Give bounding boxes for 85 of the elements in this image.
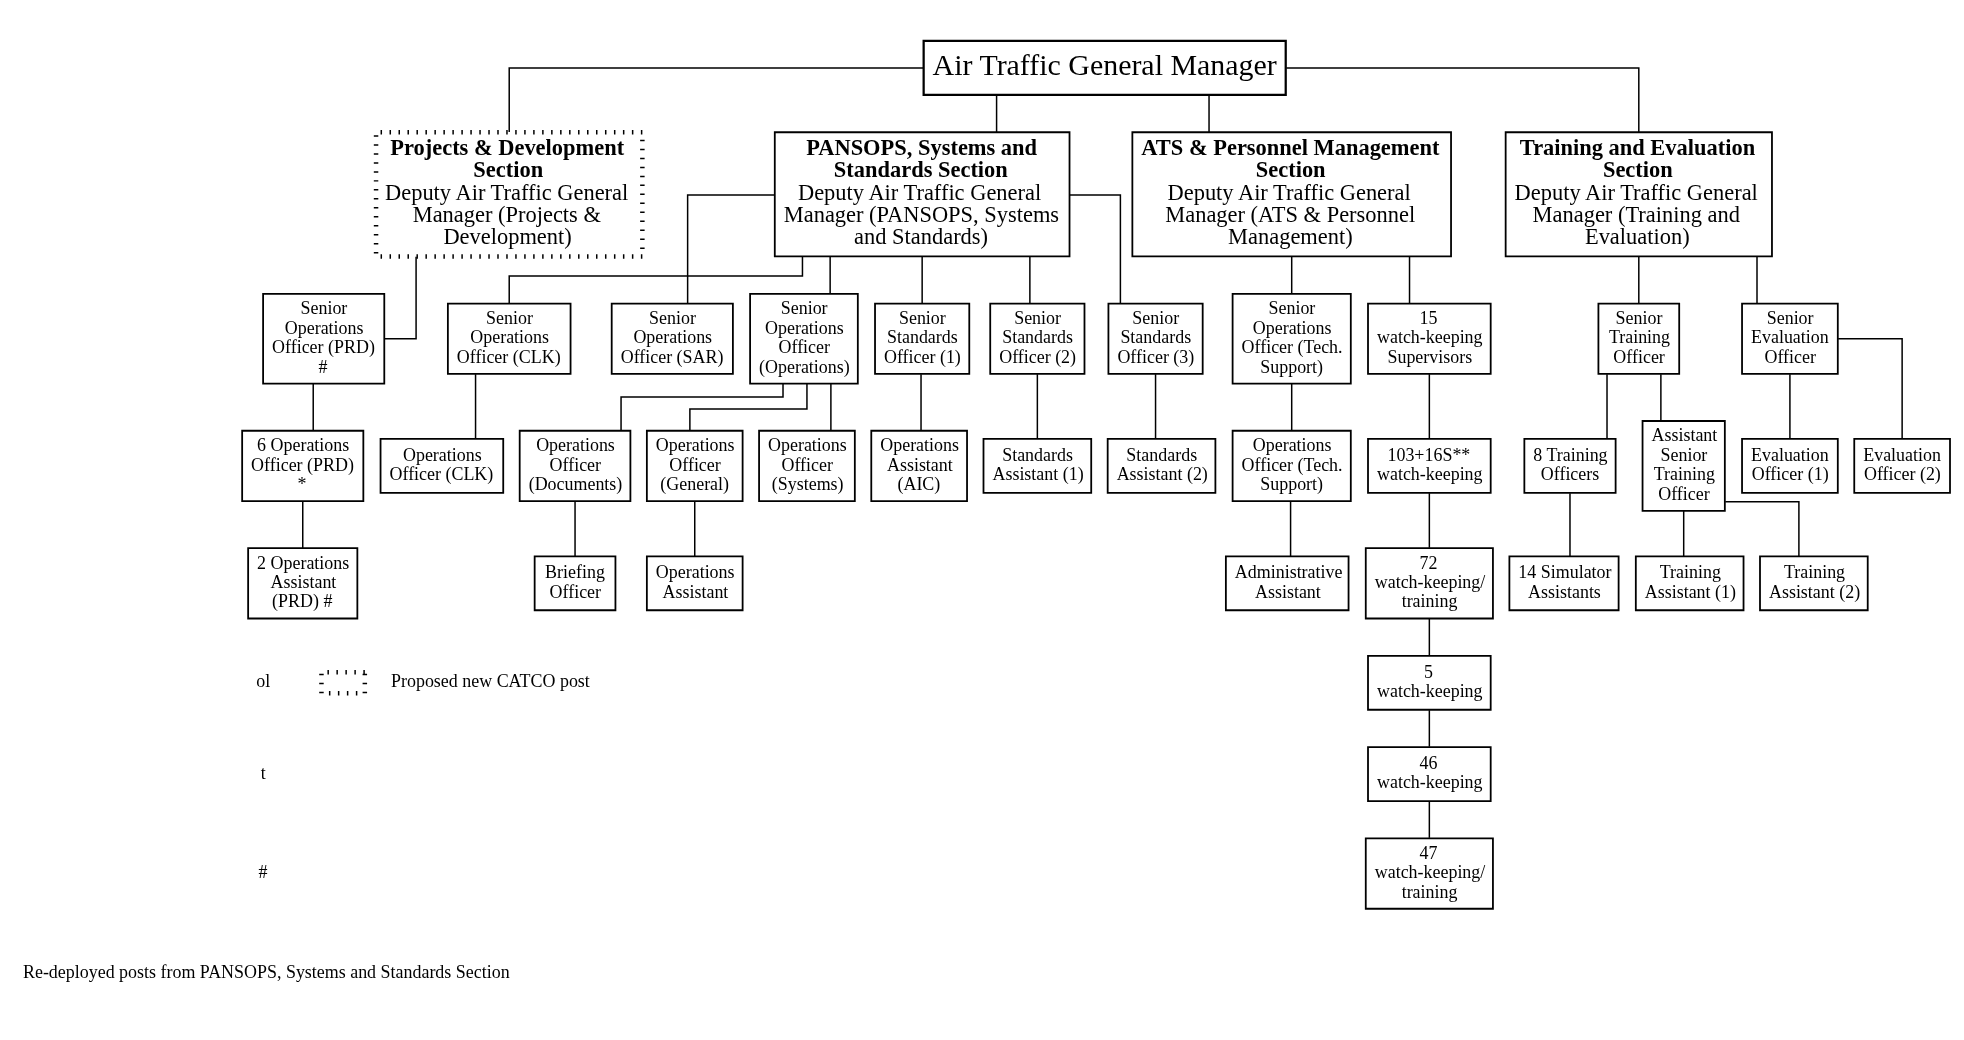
legend-label: Proposed new CATCO post [391,670,590,691]
connector [1660,372,1662,421]
node-box: Operations Officer (CLK) [379,437,505,494]
connector [1606,372,1608,439]
node-box: Standards Assistant (2) [1106,437,1217,494]
node-box: Briefing Officer [533,555,617,611]
node-box: 8 Training Officers [1523,437,1617,494]
node-box: 6 Operations Officer (PRD) * [241,429,365,502]
node-box: Operations Officer (Systems) [758,429,856,502]
connector [1154,372,1157,439]
connector [1208,94,1210,133]
node-box: Administrative Assistant [1224,555,1350,611]
node-box: Senior Standards Officer (1) [874,302,971,375]
connector [1069,193,1122,304]
connector [1789,372,1791,439]
node-box: Senior Operations Officer (Tech. Support) [1231,292,1352,384]
node-box: Senior Operations Officer (PRD) # [262,292,386,384]
node-box: Senior Training Officer [1597,302,1681,375]
connector [474,372,477,439]
node-box: Operations Officer (Tech. Support) [1231,429,1352,502]
connector [1290,382,1293,431]
node-box: 5 watch-keeping [1367,654,1492,711]
connector [1428,617,1431,656]
connector [1290,255,1293,294]
node-box: Evaluation Officer (1) [1741,437,1839,494]
node-box: 14 Simulator Assistants [1508,555,1620,611]
node-box: 46 watch-keeping [1367,745,1492,802]
node-box: Operations Officer (Documents) [518,429,632,502]
connector [1408,255,1411,304]
connector [1724,500,1800,557]
label: Re-deployed posts from PANSOPS, Systems and Standards Section [22,961,510,982]
node-box: Senior Operations Officer (SAR) [610,302,734,375]
node-box: Standards Assistant (1) [982,437,1093,494]
connector [920,372,922,431]
label: t [260,762,266,783]
node-box: Senior Standards Officer (2) [989,302,1086,375]
node-box: PANSOPS, Systems and Standards Section Deputy Air Traffic General Manager (PANSOPS, Systems and Standards) [773,130,1071,257]
connector [1428,708,1431,747]
connector [620,382,784,431]
label: # [258,861,268,882]
connector [1638,255,1640,304]
connector [1428,491,1431,548]
connector [508,66,925,133]
node-box: Training Assistant (1) [1634,555,1745,611]
node-box: Senior Standards Officer (3) [1107,302,1204,375]
connector [574,499,576,557]
connector [694,499,696,557]
connector [1837,337,1903,440]
connector [686,193,776,304]
node-box: Assistant Senior Training Officer [1641,419,1726,512]
node-box: Evaluation Officer (2) [1853,437,1951,494]
node-box: Training Assistant (2) [1759,555,1869,611]
connector [1682,509,1685,557]
label: ol [256,670,271,691]
connector [1289,499,1292,557]
connector [1428,372,1431,439]
node-box: 72 watch-keeping/ training [1364,546,1494,619]
connector [1029,255,1031,304]
connector [921,255,923,304]
connector [1036,372,1039,439]
connector [1285,66,1640,133]
node-box: Operations Officer (General) [645,429,744,502]
node-box: 15 watch-keeping Supervisors [1367,302,1492,375]
node-box: Operations Assistant (AIC) [870,429,968,502]
connector [1569,491,1571,557]
node-box: Air Traffic General Manager [922,39,1287,96]
node-box: 103+16S** watch-keeping [1367,437,1492,494]
node-box: Projects & Development Section Deputy Air Traffic General Manager (Projects & Development) [373,129,645,259]
connector [312,382,314,431]
node-box: Senior Evaluation Officer [1741,302,1839,375]
connector [830,382,832,431]
connector [829,255,831,294]
connector [995,94,998,133]
node-box: Operations Assistant [645,555,744,611]
node-box: Training and Evaluation Section Deputy Air Traffic General Manager (Training and Evaluation) [1504,130,1773,257]
node-box: ATS & Personnel Management Section Deputy Air Traffic General Manager (ATS & Personnel Management) [1131,130,1452,257]
connector [1756,255,1758,304]
connector [689,382,808,431]
connector [1428,800,1431,839]
node-box: Senior Operations Officer (CLK) [447,302,572,375]
node-box: Senior Operations Officer (Operations) [749,292,859,384]
node-box: 47 watch-keeping/ training [1364,837,1494,910]
connector [302,499,304,549]
connector [384,255,417,339]
node-box: 2 Operations Assistant (PRD) # [247,546,359,619]
